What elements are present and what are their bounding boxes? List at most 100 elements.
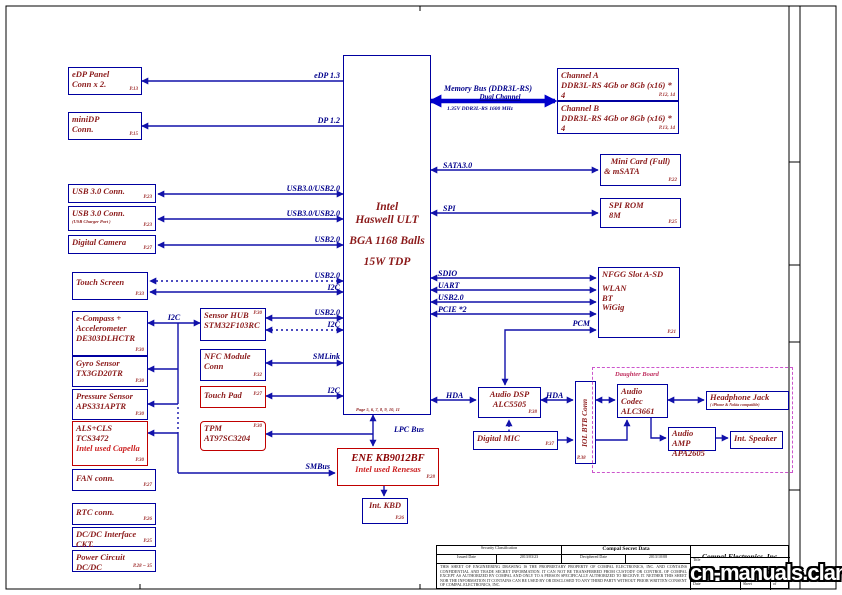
deciphered-date-label: Deciphered Date bbox=[562, 555, 626, 564]
block-label: IOL BTB Conn bbox=[580, 398, 590, 447]
block-label: Channel A bbox=[561, 70, 599, 80]
bus-label-lpc: LPC Bus bbox=[394, 425, 425, 434]
block-label: Touch Pad bbox=[204, 390, 242, 400]
block-label: ALC5505 bbox=[492, 398, 527, 409]
block-touch-screen: Touch Screen P.33 bbox=[72, 272, 148, 300]
cpu-label: BGA 1168 Balls bbox=[349, 235, 425, 247]
block-dcdc-interface: DC/DC Interface CKT. P.25 bbox=[72, 527, 156, 549]
sheet-title: P02-Block Diagram bbox=[693, 569, 751, 570]
bus-label-edp: eDP 1.3 bbox=[314, 71, 340, 80]
bus-label-ts-i2c: I2C bbox=[327, 283, 340, 292]
block-label: NFGG Slot A-SD bbox=[602, 269, 664, 279]
company-name-text: Compal Electronics, Inc. bbox=[701, 552, 780, 558]
page-ref: P.27 bbox=[253, 392, 262, 397]
bus-label-smbus: SMBus bbox=[305, 462, 330, 471]
sheet-label: Sheet bbox=[741, 582, 771, 590]
block-label: USB 3.0 Conn. bbox=[72, 208, 125, 218]
block-label: SPI ROM bbox=[609, 200, 644, 210]
block-label: ENE KB9012BF bbox=[351, 453, 425, 464]
block-cpu-haswell: Intel Haswell ULT BGA 1168 Balls 15W TDP… bbox=[343, 55, 431, 415]
deciphered-date-value: 2013/10/08 bbox=[626, 555, 691, 564]
company-name: Compal Electronics, Inc. bbox=[691, 546, 790, 558]
title-cell: Title P02-Block Diagram bbox=[691, 558, 790, 571]
page-ref: P.15 bbox=[129, 132, 138, 138]
block-label: Intel used Renesas bbox=[355, 464, 421, 475]
page-ref: P.27 bbox=[143, 483, 152, 489]
block-label: BT bbox=[602, 292, 613, 303]
bus-label-pcie: PCIE *2 bbox=[438, 305, 467, 314]
block-label: Power Circuit DC/DC bbox=[76, 552, 125, 572]
block-label: DDR3L-RS 4Gb or 8Gb (x16) * 4 bbox=[561, 79, 672, 100]
block-label: Audio DSP bbox=[489, 389, 530, 399]
page-ref: P.28 ~ 35 bbox=[132, 564, 152, 570]
block-label: Pressure Sensor bbox=[76, 391, 133, 401]
page-ref: P.32 bbox=[253, 373, 262, 379]
block-label: WLAN bbox=[602, 282, 627, 293]
title-block: Security Classification Compal Secret Da… bbox=[436, 545, 790, 590]
block-edp-panel: eDP Panel Conn x 2. P.13 bbox=[68, 67, 142, 95]
page-ref: P.23 bbox=[143, 223, 152, 229]
block-label: Sensor HUB bbox=[204, 310, 249, 320]
block-label: Digital Camera bbox=[72, 237, 127, 247]
block-label: TX3GD20TR bbox=[76, 367, 123, 378]
block-label: Gyro Sensor bbox=[76, 358, 120, 368]
bus-label-usb2ngff: USB2.0 bbox=[438, 293, 464, 302]
block-ecompass: e-Compass + Accelerometer DE303DLHCTR P.… bbox=[72, 311, 148, 356]
page-ref: P.26 bbox=[143, 517, 152, 523]
page-ref: P.28 bbox=[426, 475, 435, 481]
block-int-kbd: Int. KBD P.26 bbox=[362, 498, 408, 524]
bus-label-memory-speed: 1.35V DDR3L-RS 1600 MHz bbox=[447, 106, 513, 112]
block-sublabel: (USB Charger Port ) bbox=[72, 218, 111, 224]
block-tpm: TPM AT97SC3204 P.30 bbox=[200, 421, 266, 451]
block-label: STM32F103RC bbox=[204, 319, 260, 330]
block-gyro-sensor: Gyro Sensor TX3GD20TR P.30 bbox=[72, 356, 148, 387]
bus-label-dual-channel: Dual Channel bbox=[479, 93, 521, 101]
block-label: DC/DC Interface CKT. bbox=[76, 529, 137, 549]
page-ref: P.22 bbox=[668, 178, 677, 184]
page-ref: P.23 bbox=[143, 195, 152, 201]
bus-label-smlink: SMLink bbox=[312, 352, 340, 361]
block-digital-mic: Digital MIC P.37 bbox=[473, 431, 558, 450]
bus-label-tp-i2c: I2C bbox=[327, 386, 340, 395]
daughter-board-label: Daughter Board bbox=[615, 371, 659, 378]
block-pressure-sensor: Pressure Sensor APS331APTR P.30 bbox=[72, 389, 148, 420]
block-sensor-hub: Sensor HUB STM32F103RC P.30 bbox=[200, 308, 266, 341]
block-label: WiGig bbox=[602, 302, 625, 313]
block-usb3-conn: USB 3.0 Conn. P.23 bbox=[68, 184, 156, 203]
block-digital-camera: Digital Camera P.27 bbox=[68, 235, 156, 254]
block-label: e-Compass + bbox=[76, 313, 122, 323]
block-label: APA2605 bbox=[672, 447, 705, 458]
cpu-label: 15W TDP bbox=[363, 256, 411, 269]
block-label: ALC3661 bbox=[621, 405, 655, 416]
bus-label-usb3a: USB3.0/USB2.0 bbox=[286, 184, 340, 193]
block-fan-conn: FAN conn. P.27 bbox=[72, 469, 156, 491]
block-label: Int. KBD bbox=[368, 500, 402, 510]
date-label: Date bbox=[691, 582, 741, 590]
block-label: Touch Screen bbox=[76, 277, 125, 287]
block-label: miniDP bbox=[72, 114, 100, 124]
cpu-label: Haswell ULT bbox=[355, 213, 419, 226]
issued-date-label: Issued Date bbox=[437, 555, 497, 564]
page-ref: P.25 bbox=[668, 220, 677, 226]
bus-label-hub-usb: USB2.0 bbox=[314, 308, 340, 317]
page-ref: P.30 bbox=[135, 412, 144, 418]
line-pcm bbox=[501, 326, 597, 386]
bus-label-memory: Memory Bus (DDR3L-RS) bbox=[444, 84, 533, 93]
block-touch-pad: Touch Pad P.27 bbox=[200, 386, 266, 408]
title-label: Title bbox=[693, 558, 701, 562]
block-memory-channel-a: Channel A DDR3L-RS 4Gb or 8Gb (x16) * 4 … bbox=[557, 68, 679, 101]
page-ref: P.26 bbox=[395, 516, 404, 522]
bus-label-sdio: SDIO bbox=[438, 269, 458, 278]
block-audio-amp: Audio AMP APA2605 bbox=[668, 427, 716, 457]
block-spi-rom: SPI ROM 8M P.25 bbox=[600, 198, 681, 228]
bus-label-hda1: HDA bbox=[446, 391, 464, 400]
bus-label-spi: SPI bbox=[443, 204, 456, 213]
secret-data-label: Compal Secret Data bbox=[562, 546, 691, 555]
block-label: Digital MIC bbox=[477, 433, 520, 443]
page-ref: P.13, 14 bbox=[658, 126, 675, 132]
block-label: Intel used Capella bbox=[76, 442, 140, 453]
sheet-of-label: of bbox=[773, 582, 777, 586]
page-ref: P.25 bbox=[143, 539, 152, 545]
block-nfc-module: NFC Module Conn P.32 bbox=[200, 349, 266, 381]
